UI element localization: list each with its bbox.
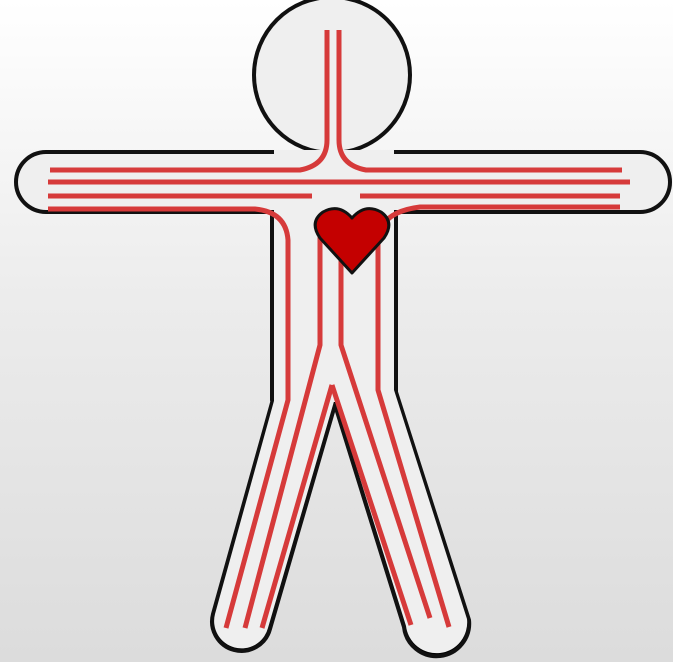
blood-vessels: [48, 30, 630, 628]
